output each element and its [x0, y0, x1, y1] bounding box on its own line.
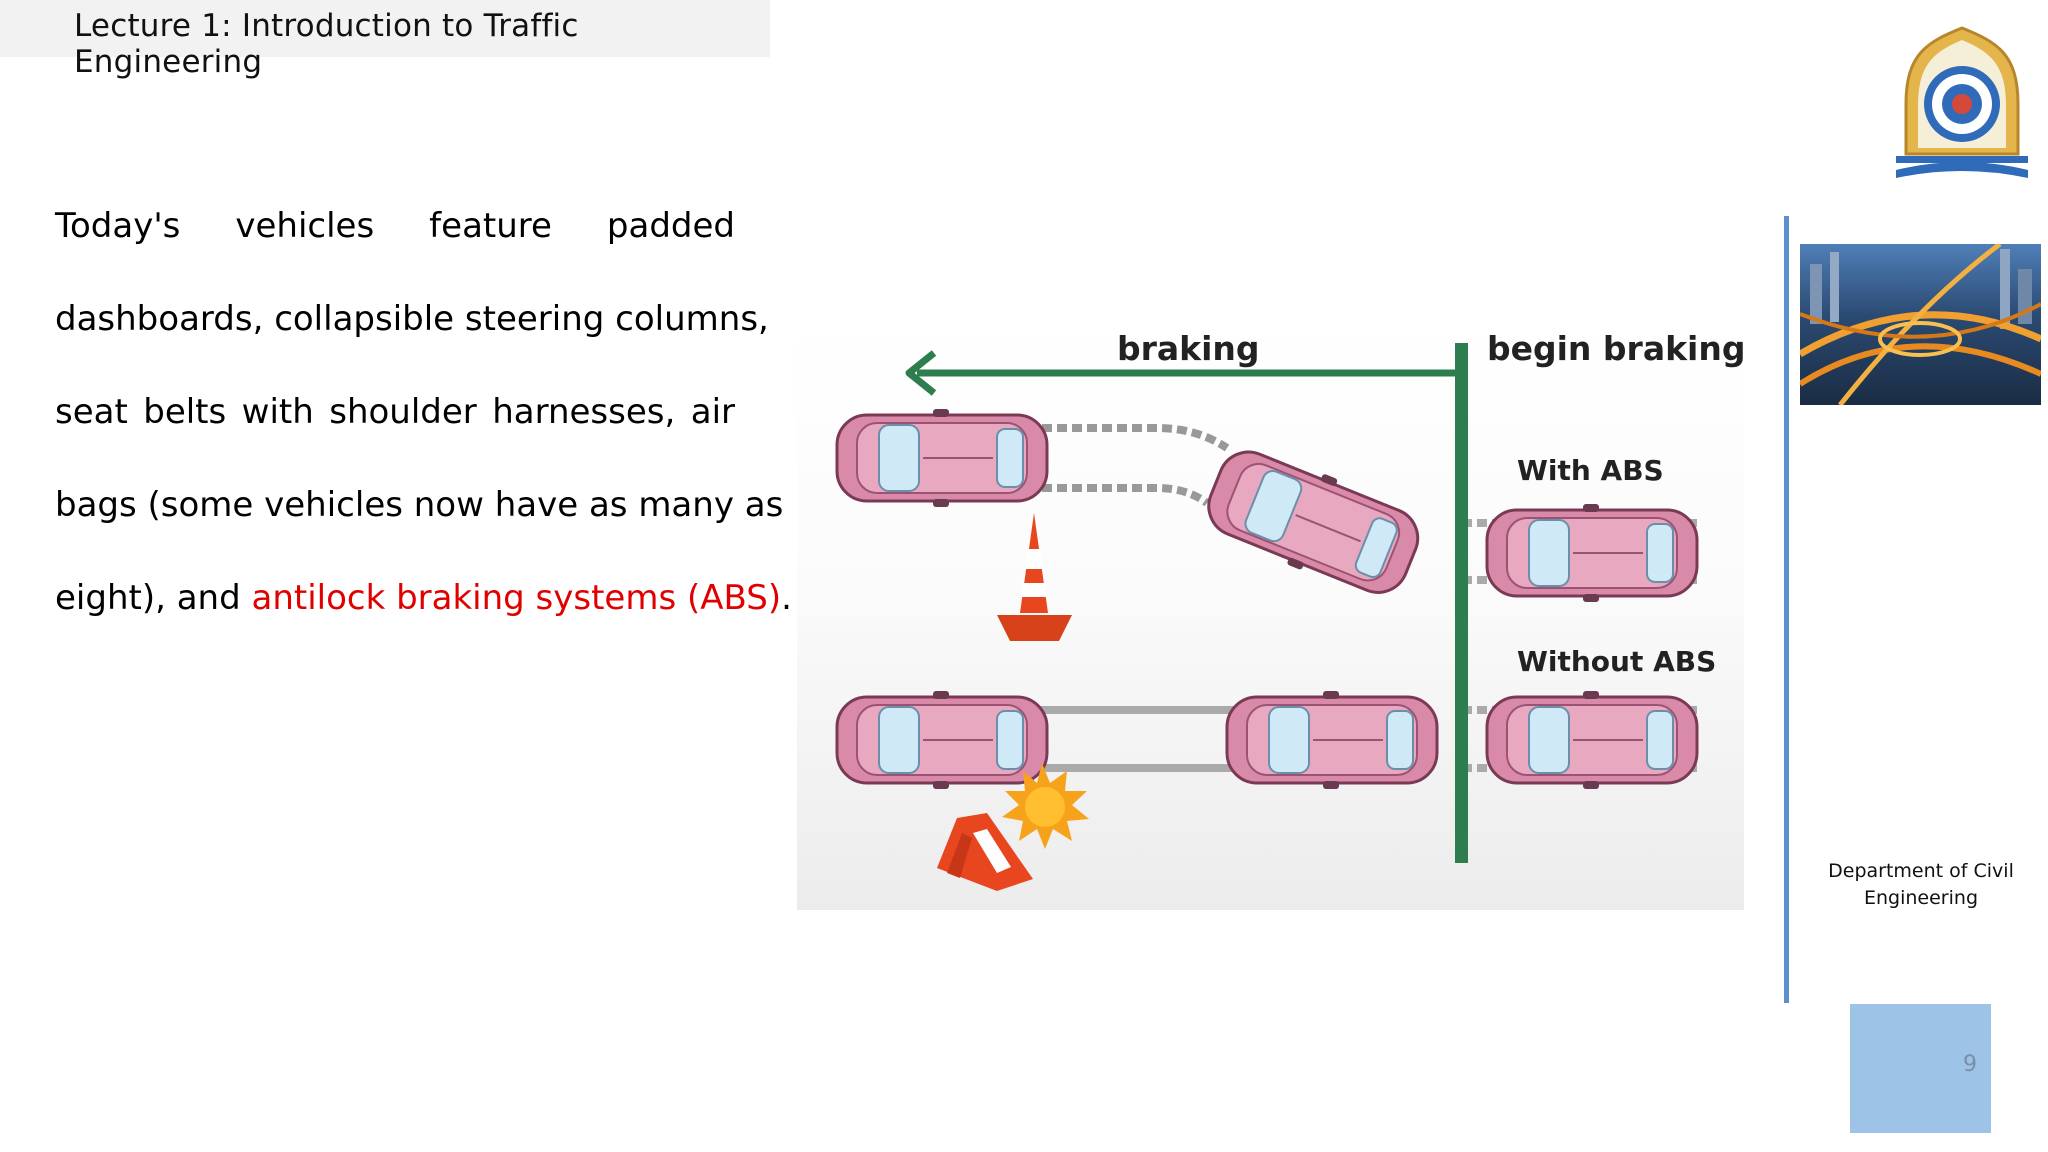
body-line: dashboards, collapsible steering columns… [55, 299, 769, 339]
sidebar-divider [1784, 216, 1789, 1003]
university-logo-icon [1896, 26, 2028, 178]
car-without-abs [1485, 689, 1699, 791]
abs-braking-figure: braking begin braking With ABS Without A… [797, 313, 1745, 910]
page-number: 9 [1963, 1052, 1977, 1077]
body-line: seat belts with shoulder harnesses, air [55, 392, 735, 432]
abs-diagram: braking begin braking With ABS Without A… [835, 329, 1745, 891]
braking-arrow-head [905, 350, 937, 396]
body-line: Today's vehicles feature padded [55, 206, 735, 246]
city-interchange-image-icon [1800, 244, 2041, 405]
header-bar: Lecture 1: Introduction to Traffic Engin… [0, 0, 770, 80]
department-name: Department of Civil Engineering [1828, 860, 2014, 909]
label-braking: braking [1117, 329, 1260, 368]
page-number-box: 9 [1850, 1004, 1991, 1133]
car-mid-no-abs [1225, 689, 1439, 791]
label-begin-braking: begin braking [1487, 329, 1744, 368]
body-paragraph: Today's vehicles feature padded dashboar… [55, 180, 792, 645]
label-with-abs: With ABS [1517, 454, 1664, 487]
track-dash [1012, 424, 1230, 452]
body-text-prefix: eight), and [55, 578, 252, 618]
abs-highlight: antilock braking systems (ABS) [251, 578, 782, 618]
track-dash [1012, 484, 1210, 507]
car-start-abs [835, 407, 1049, 509]
begin-braking-line [1455, 343, 1468, 863]
body-line: bags (some vehicles now have as many as [55, 485, 784, 525]
label-without-abs: Without ABS [1517, 645, 1716, 678]
car-start-no-abs [835, 689, 1049, 791]
car-with-abs [1485, 502, 1699, 604]
impact-burst [1002, 763, 1089, 849]
body-line-last: eight), and antilock braking systems (AB… [55, 552, 792, 645]
lecture-title: Lecture 1: Introduction to Traffic Engin… [74, 8, 579, 80]
cone-upright [997, 513, 1072, 641]
car-swerving [1196, 435, 1431, 609]
cone-knocked [937, 813, 1033, 891]
body-text-suffix: . [781, 578, 792, 618]
